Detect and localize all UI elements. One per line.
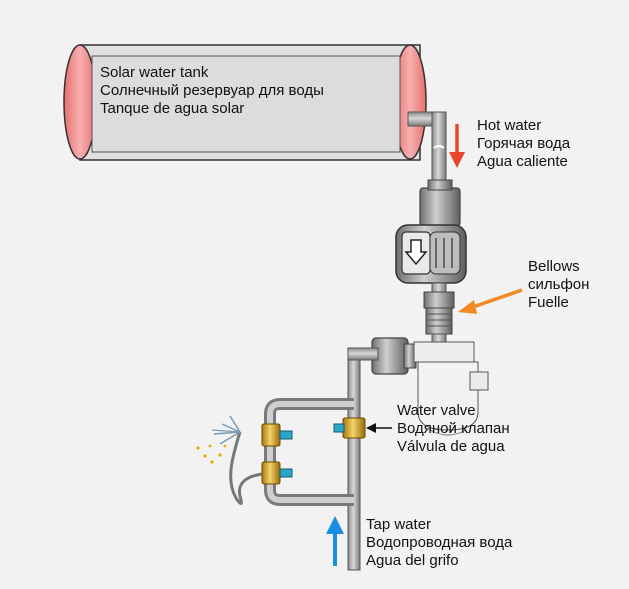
bellows-label-en: Bellows (528, 258, 580, 275)
hot-water-label: Hot water Горячая вода Agua caliente (477, 117, 570, 171)
tap-water-arrow (326, 516, 344, 566)
branch-loop-pipe (264, 398, 354, 506)
water-valve (333, 417, 366, 439)
bellows-label: Bellows сильфон Fuelle (528, 258, 589, 312)
solar-water-tank (63, 44, 427, 161)
bellows-label-es: Fuelle (528, 294, 569, 311)
pump-flow-arrow-icon (404, 239, 428, 266)
hot-water-pipe (407, 111, 447, 191)
upper-coupling (419, 187, 461, 227)
tap-water-label-es: Agua del grifo (366, 552, 459, 569)
water-valve-arrow (366, 423, 392, 433)
hot-water-label-ru: Горячая вода (477, 135, 571, 152)
water-valve-label: Water valve Водяной клапан Válvula de ag… (397, 402, 510, 456)
tank-left-end (63, 44, 97, 160)
tap-water-label-ru: Водопроводная вода (366, 534, 513, 551)
tank-label-en: Solar water tank (100, 64, 209, 81)
filter-housing (371, 337, 489, 436)
water-valve-label-es: Válvula de agua (397, 438, 505, 455)
bellows-label-ru: сильфон (528, 276, 590, 293)
branch-valve-upper (261, 423, 293, 447)
tap-water-label-en: Tap water (366, 516, 432, 533)
bellows-fitting (423, 282, 455, 349)
tank-label: Solar water tank Солнечный резервуар для… (100, 64, 324, 118)
hot-water-label-en: Hot water (477, 117, 542, 134)
water-valve-label-en: Water valve (397, 402, 476, 419)
bellows-arrow (458, 288, 523, 314)
tap-water-label: Tap water Водопроводная вода Agua del gr… (366, 516, 512, 570)
water-valve-label-ru: Водяной клапан (397, 420, 510, 437)
tank-label-es: Tanque de agua solar (100, 100, 245, 117)
hot-water-arrow (449, 124, 465, 168)
circulation-pump (395, 224, 467, 284)
spray-hose (196, 415, 263, 505)
hot-water-label-es: Agua caliente (477, 153, 568, 170)
tank-label-ru: Солнечный резервуар для воды (100, 82, 324, 99)
branch-valve-lower (261, 461, 293, 485)
